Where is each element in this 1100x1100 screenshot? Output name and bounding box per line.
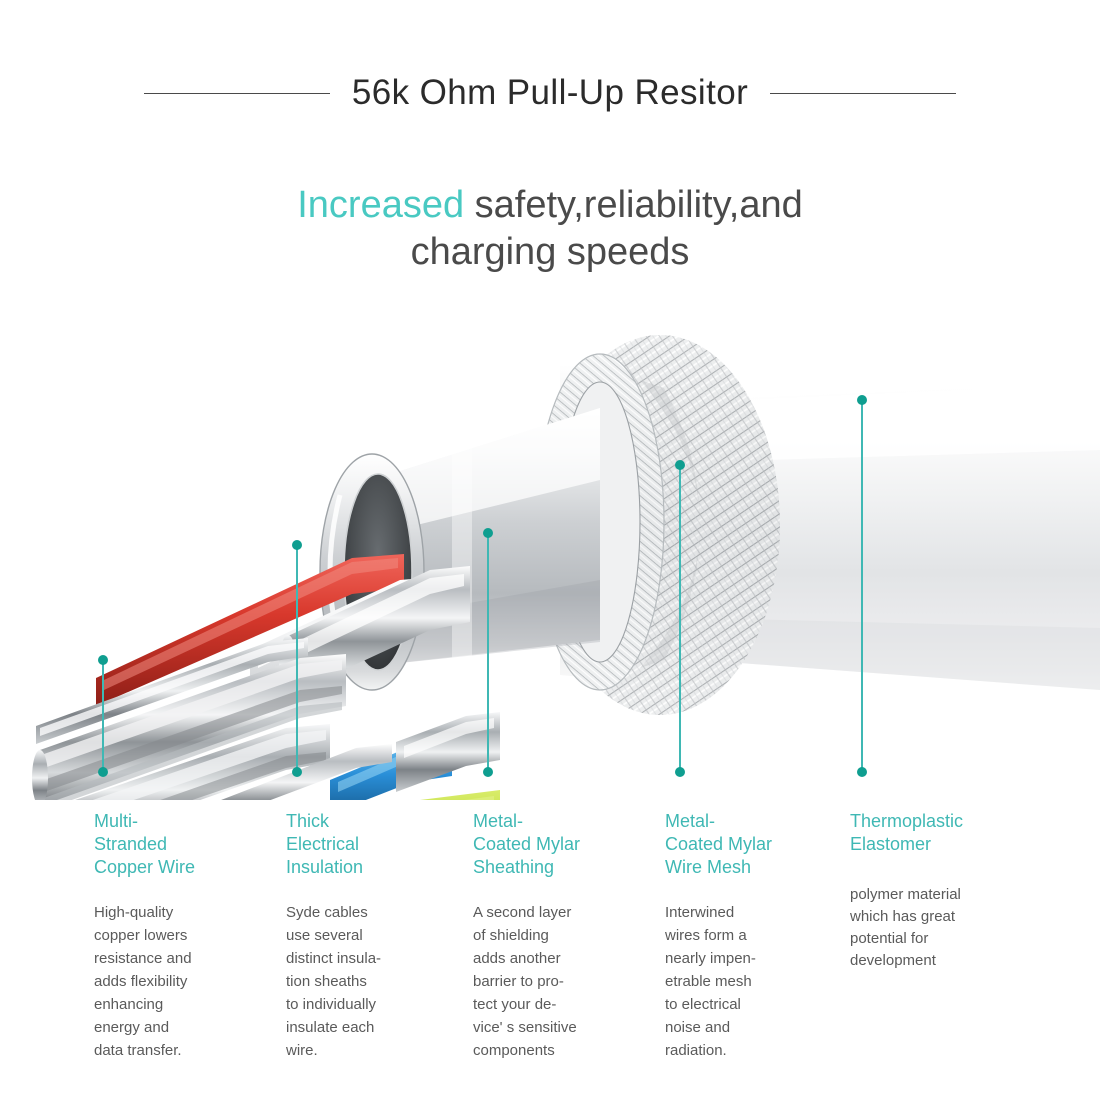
callout-metal-coated-mylar-sheathing: Metal- Coated Mylar Sheathing A second l… [473, 810, 651, 1062]
subtitle: Increased safety,reliability,and chargin… [0, 182, 1100, 276]
subtitle-highlight: Increased [297, 184, 465, 226]
usb-cable-cutaway-diagram [0, 150, 1100, 800]
leader-dot-bottom-5 [857, 767, 867, 777]
chrome-sleeve-blue [396, 712, 500, 792]
leader-dot-bottom-2 [292, 767, 302, 777]
callout-heading: Metal- Coated Mylar Wire Mesh [665, 811, 773, 877]
callouts-row: Multi- Stranded Copper Wire High-quality… [0, 810, 1100, 1100]
leader-dot-top-5 [857, 395, 867, 405]
callout-body: A second layer of shielding adds another… [473, 904, 577, 1059]
page-title-row: 56k Ohm Pull-Up Resitor [0, 62, 1100, 124]
leader-dot-bottom-3 [483, 767, 493, 777]
callout-multi-stranded-copper-wire: Multi- Stranded Copper Wire High-quality… [94, 810, 272, 1062]
callout-thermoplastic-elastomer: Thermoplastic Elastomer polymer material… [850, 810, 1040, 972]
subtitle-line2: charging speeds [410, 231, 690, 273]
page-title: 56k Ohm Pull-Up Resitor [351, 73, 749, 112]
leader-line-1 [98, 655, 108, 777]
callout-body: High-quality copper lowers resistance an… [94, 904, 192, 1059]
callout-metal-coated-mylar-wire-mesh: Metal- Coated Mylar Wire Mesh Interwined… [665, 810, 843, 1062]
leader-dot-top-3 [483, 528, 493, 538]
leader-dot-bottom-4 [675, 767, 685, 777]
subtitle-rest: safety,reliability,and [464, 184, 803, 226]
callout-body: Syde cables use several distinct insula-… [286, 904, 382, 1059]
callout-body: Interwined wires form a nearly impen- et… [665, 904, 756, 1059]
callout-heading: Metal- Coated Mylar Sheathing [473, 811, 581, 877]
green-wire [420, 790, 500, 800]
leader-dot-top-1 [98, 655, 108, 665]
copper-strand-bundles [32, 638, 392, 800]
leader-dot-top-2 [292, 540, 302, 550]
callout-thick-electrical-insulation: Thick Electrical Insulation Syde cables … [286, 810, 464, 1062]
callout-heading: Thick Electrical Insulation [286, 811, 364, 877]
callout-heading: Multi- Stranded Copper Wire [94, 811, 196, 877]
title-rule-left [143, 92, 330, 94]
callout-body: polymer material which has great potenti… [850, 886, 961, 969]
leader-line-3 [483, 528, 493, 777]
leader-dot-bottom-1 [98, 767, 108, 777]
inner-wires-layer [32, 554, 500, 800]
leader-line-4 [675, 460, 685, 777]
leader-line-2 [292, 540, 302, 777]
callout-heading: Thermoplastic Elastomer [850, 811, 964, 854]
leader-line-5 [857, 395, 867, 777]
title-rule-right [770, 92, 957, 94]
red-insulation-wire [96, 554, 404, 706]
leader-dot-top-4 [675, 460, 685, 470]
